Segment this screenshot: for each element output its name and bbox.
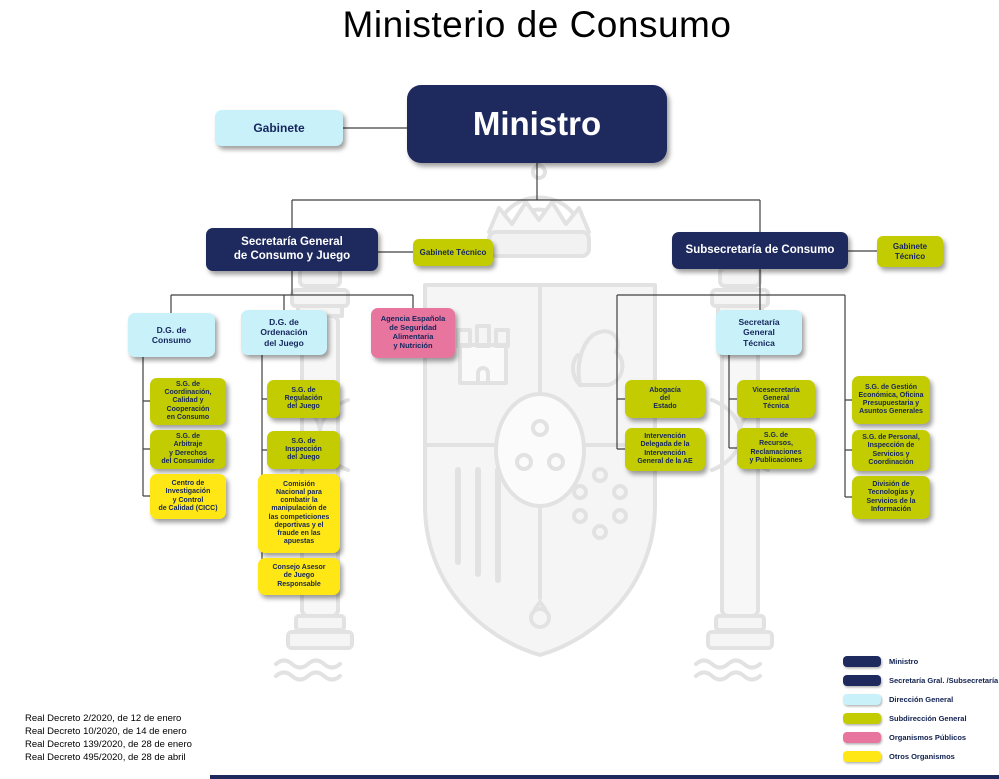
- legend-label: Organismos Públicos: [889, 733, 967, 742]
- org-node-division-tecnologias: División de Tecnologías y Servicios de l…: [852, 476, 930, 519]
- legend-swatch-otros-organismos: [843, 751, 881, 762]
- legend: Ministro Secretaría Gral. /Subsecretaría…: [843, 656, 998, 770]
- bottom-border-bar: [210, 775, 999, 779]
- org-node-cicc: Centro de Investigación y Control de Cal…: [150, 474, 226, 519]
- org-node-gabinete: Gabinete: [215, 110, 343, 146]
- legend-label: Subdirección General: [889, 714, 967, 723]
- real-decreto-line: Real Decreto 139/2020, de 28 de enero: [25, 739, 192, 750]
- org-node-consejo-asesor-juego: Consejo Asesor de Juego Responsable: [258, 558, 340, 595]
- org-node-sg-personal: S.G. de Personal, Inspección de Servicio…: [852, 430, 930, 471]
- org-node-abogacia-estado: Abogacía del Estado: [625, 380, 705, 418]
- org-node-comision-nacional-apuestas: Comisión Nacional para combatir la manip…: [258, 474, 340, 553]
- real-decreto-line: Real Decreto 2/2020, de 12 de enero: [25, 713, 182, 724]
- legend-swatch-subdireccion-general: [843, 713, 881, 724]
- legend-swatch-direccion-general: [843, 694, 881, 705]
- legend-item-direccion-general: Dirección General: [843, 694, 998, 705]
- org-node-dg-consumo: D.G. de Consumo: [128, 313, 215, 357]
- page-title: Ministerio de Consumo: [342, 4, 732, 45]
- org-node-vicesecretaria-general-tecnica: Vicesecretaría General Técnica: [737, 380, 815, 418]
- legend-swatch-organismos-publicos: [843, 732, 881, 743]
- org-node-sg-recursos: S.G. de Recursos, Reclamaciones y Public…: [737, 428, 815, 469]
- legend-label: Secretaría Gral. /Subsecretaría: [889, 676, 999, 685]
- org-node-intervencion-delegada: Intervención Delegada de la Intervención…: [625, 428, 705, 471]
- legend-item-secretaria-subsecretaria: Secretaría Gral. /Subsecretaría: [843, 675, 998, 686]
- org-node-sg-inspeccion-juego: S.G. de Inspección del Juego: [267, 431, 340, 469]
- org-node-dg-ordenacion-juego: D.G. de Ordenación del Juego: [241, 310, 327, 355]
- org-node-sg-arbitraje: S.G. de Arbitraje y Derechos del Consumi…: [150, 430, 226, 469]
- legend-item-otros-organismos: Otros Organismos: [843, 751, 998, 762]
- real-decretos-note: Real Decreto 2/2020, de 12 de enero Real…: [25, 712, 192, 764]
- org-node-secretaria-general-consumo-juego: Secretaría General de Consumo y Juego: [206, 228, 378, 271]
- org-node-aesan: Agencia Española de Seguridad Alimentari…: [371, 308, 455, 358]
- legend-label: Otros Organismos: [889, 752, 955, 761]
- org-node-sg-coordinacion: S.G. de Coordinación, Calidad y Cooperac…: [150, 378, 226, 425]
- legend-item-ministro: Ministro: [843, 656, 998, 667]
- legend-item-subdireccion-general: Subdirección General: [843, 713, 998, 724]
- org-node-gabinete-tecnico-subsec: Gabinete Técnico: [877, 236, 943, 267]
- org-node-gabinete-tecnico-sg: Gabinete Técnico: [413, 239, 493, 266]
- real-decreto-line: Real Decreto 495/2020, de 28 de abril: [25, 752, 186, 763]
- org-node-sg-gestion-economica: S.G. de Gestión Económica, Oficina Presu…: [852, 376, 930, 424]
- org-node-secretaria-general-tecnica: Secretaría General Técnica: [716, 310, 802, 355]
- legend-label: Dirección General: [889, 695, 954, 704]
- org-node-ministro: Ministro: [407, 85, 667, 163]
- legend-label: Ministro: [889, 657, 919, 666]
- real-decreto-line: Real Decreto 10/2020, de 14 de enero: [25, 726, 187, 737]
- legend-swatch-secretaria: [843, 675, 881, 686]
- legend-item-organismos-publicos: Organismos Públicos: [843, 732, 998, 743]
- legend-swatch-ministro: [843, 656, 881, 667]
- org-node-subsecretaria-consumo: Subsecretaría de Consumo: [672, 232, 848, 269]
- org-node-sg-regulacion-juego: S.G. de Regulación del Juego: [267, 380, 340, 418]
